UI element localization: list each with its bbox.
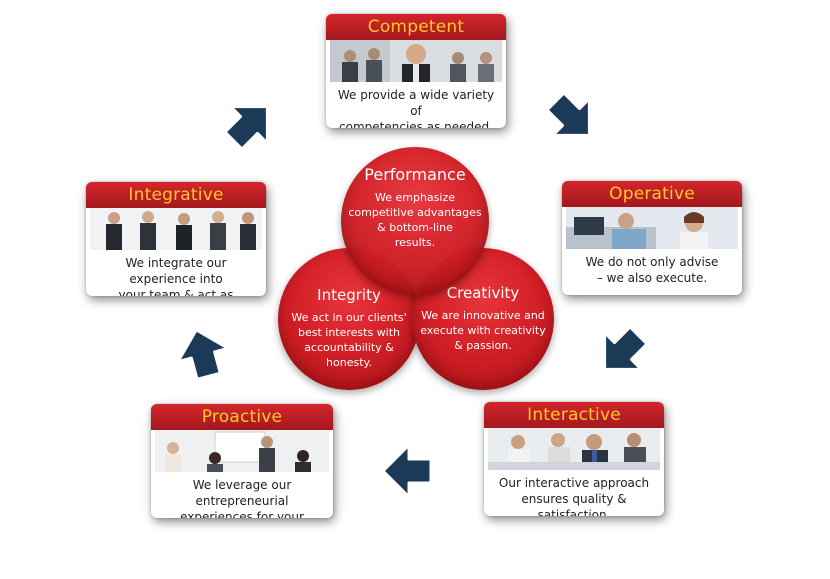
card-description: We leverage our entrepreneurial experien… xyxy=(180,478,304,518)
circle-title: Performance xyxy=(364,165,466,184)
team-photo xyxy=(566,207,738,249)
circle-title: Integrity xyxy=(317,286,381,304)
card-title: Competent xyxy=(326,14,506,40)
circle-creativity: Creativity We are innovative and execute… xyxy=(412,248,554,390)
card-operative: Operative We do not only advise – we als… xyxy=(562,181,742,295)
circle-description: We act in our clients' best interests wi… xyxy=(291,311,407,369)
card-title: Operative xyxy=(562,181,742,207)
card-integrative: Integrative We integrate our experience … xyxy=(86,182,266,296)
team-photo xyxy=(330,40,502,82)
card-description: We provide a wide variety of competencie… xyxy=(337,88,495,128)
arrow-icon xyxy=(223,105,269,151)
card-competent: Competent We provide a wide variety of c… xyxy=(326,14,506,128)
card-interactive: Interactive Our interactive approach ens… xyxy=(484,402,664,516)
circle-description: We are innovative and execute with creat… xyxy=(420,309,546,352)
arrow-icon xyxy=(381,443,433,499)
card-proactive: Proactive We leverage our entrepreneuria… xyxy=(151,404,333,518)
card-description: We integrate our experience into your te… xyxy=(118,256,234,296)
circle-performance: Performance We emphasize competitive adv… xyxy=(341,147,489,295)
circle-description: We emphasize competitive advantages & bo… xyxy=(348,191,482,249)
team-photo xyxy=(488,428,660,470)
arrow-icon xyxy=(603,325,649,371)
card-description: We do not only advise – we also execute. xyxy=(585,255,719,285)
team-photo xyxy=(155,430,329,472)
card-title: Integrative xyxy=(86,182,266,208)
card-description: Our interactive approach ensures quality… xyxy=(498,476,650,516)
arrow-icon xyxy=(545,91,591,137)
card-title: Interactive xyxy=(484,402,664,428)
team-photo xyxy=(90,208,262,250)
circle-title: Creativity xyxy=(446,284,520,302)
card-title: Proactive xyxy=(151,404,333,430)
arrow-icon xyxy=(176,328,230,381)
